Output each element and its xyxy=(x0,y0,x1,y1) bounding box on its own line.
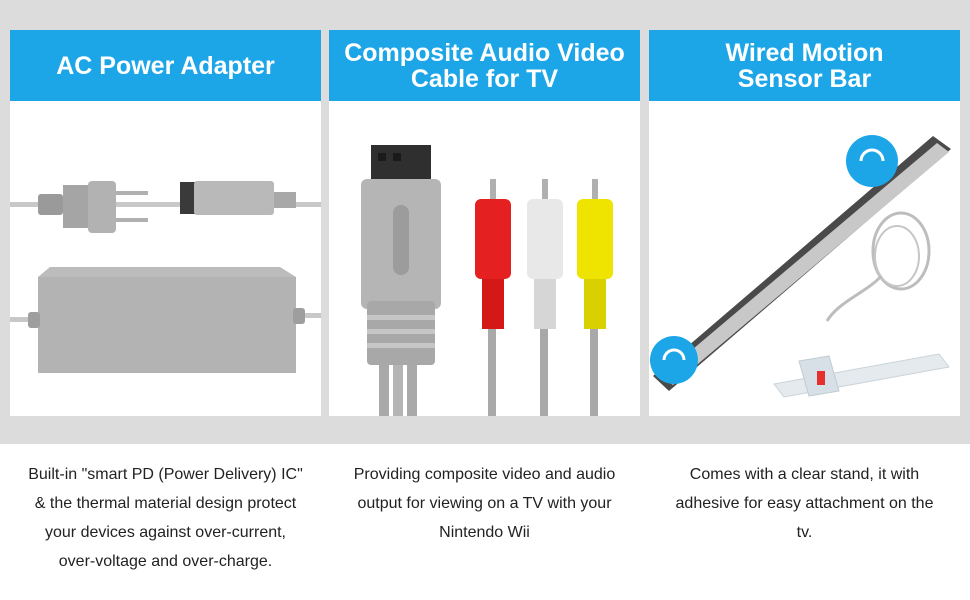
panel-av-cable: Composite Audio Video Cable for TV xyxy=(329,30,640,416)
av-cable-icon xyxy=(329,101,640,416)
panel-sensor-bar: Wired Motion Sensor Bar xyxy=(649,30,960,416)
feature-description: Built-in "smart PD (Power Delivery) IC" … xyxy=(28,466,303,570)
feature-description: Comes with a clear stand, it with adhesi… xyxy=(675,466,934,541)
sensor-bar-icon xyxy=(649,101,960,416)
feature-description: Providing composite video and audio outp… xyxy=(353,466,616,541)
panel-title: Wired Motion Sensor Bar xyxy=(649,30,960,101)
power-adapter-icon xyxy=(10,101,321,416)
panel-title: AC Power Adapter xyxy=(10,30,321,101)
panel-power-adapter: AC Power Adapter xyxy=(10,30,321,416)
product-feature-banner: AC Power Adapter xyxy=(0,0,970,444)
panel-title: Composite Audio Video Cable for TV xyxy=(329,30,640,101)
